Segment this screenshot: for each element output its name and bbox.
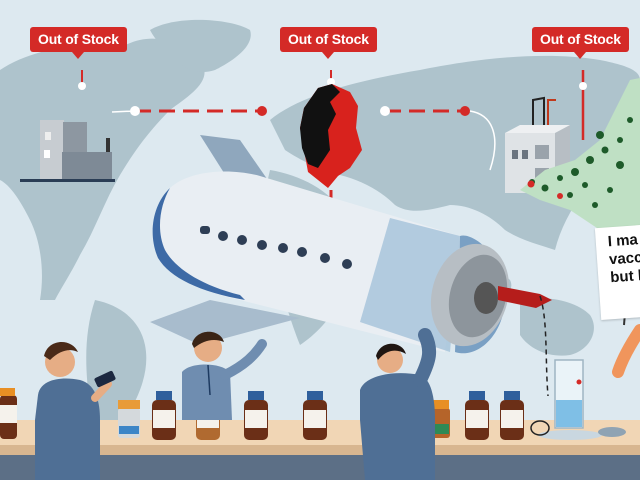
out-of-stock-badge-japan: Out of Stock [532,27,629,59]
out-of-stock-badge-germany: Out of Stock [280,27,377,59]
sign-line-1: I ma [607,231,639,251]
scientist-left [35,341,116,480]
sign-line-2: vacci [608,248,640,269]
lab-beaker [530,359,626,440]
factory-north-america [20,110,136,182]
protest-sign: I ma vacci but b [594,224,640,320]
medicine-bottles [0,388,524,440]
syringe-airplane [150,135,552,397]
scientist-center [182,331,267,420]
germany-map [300,84,362,188]
out-of-stock-badge-north-america: Out of Stock [30,27,127,59]
scientist-right [360,328,437,480]
japan-outbreak-region [520,78,640,230]
sign-line-3: but b [609,266,640,287]
